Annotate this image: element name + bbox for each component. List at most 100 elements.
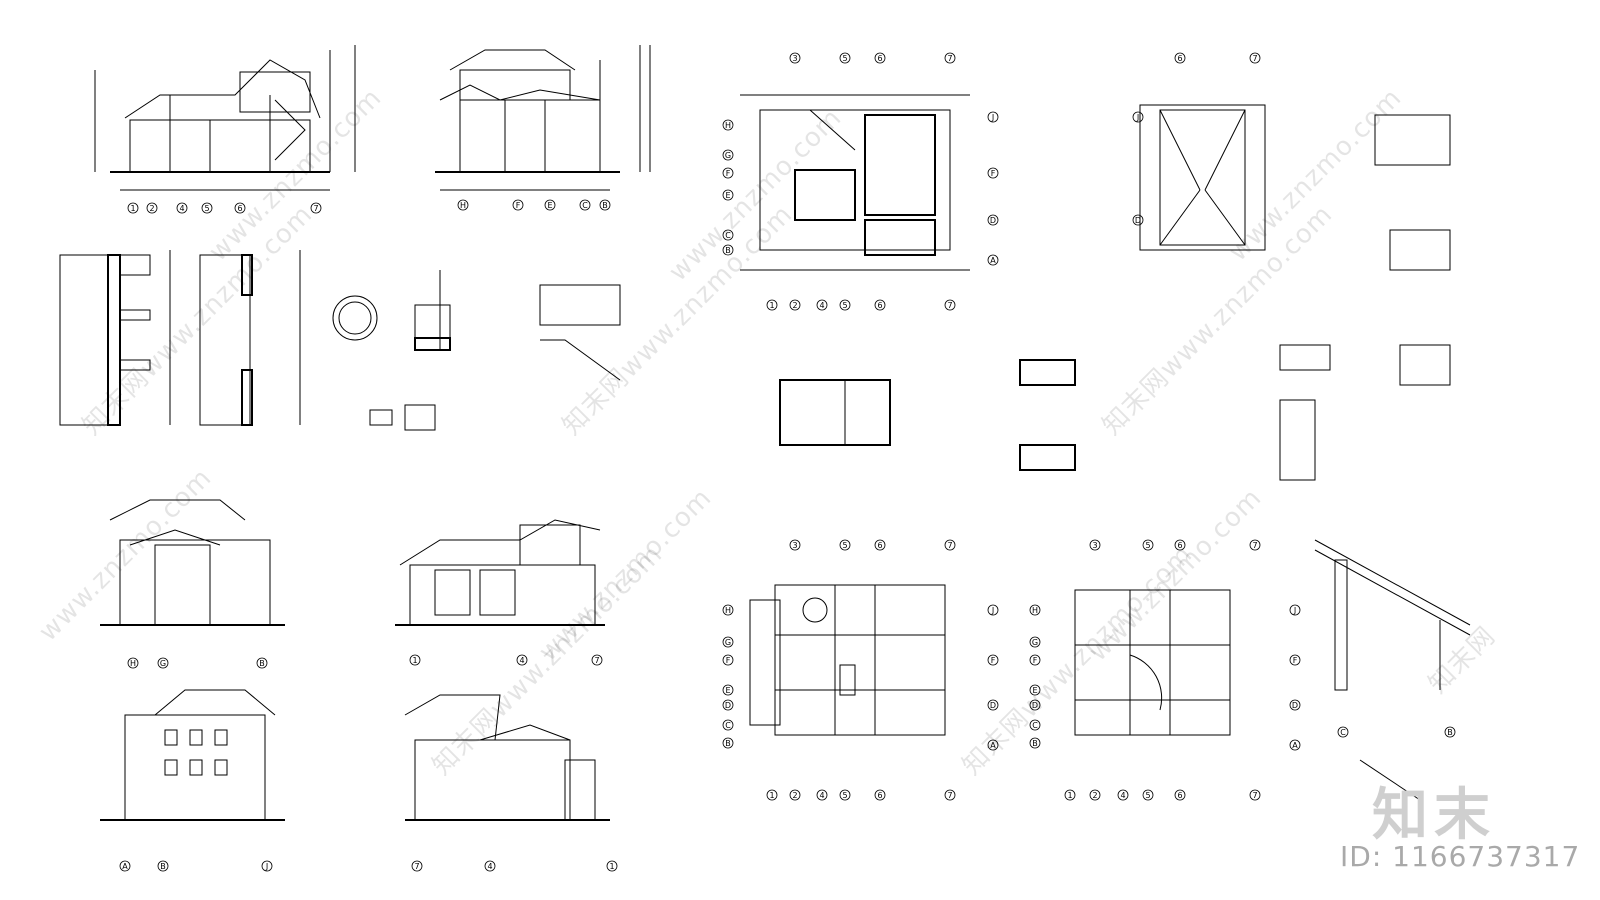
bubble: 1: [127, 202, 139, 214]
bubble: F: [722, 654, 734, 666]
svg-text:E: E: [725, 191, 730, 200]
bubble: F: [987, 654, 999, 666]
svg-text:6: 6: [877, 54, 882, 63]
svg-text:C: C: [725, 231, 731, 240]
svg-text:6: 6: [1177, 54, 1182, 63]
svg-text:F: F: [516, 201, 521, 210]
svg-text:7: 7: [414, 862, 419, 871]
bubbles-section-2: H F E C B: [457, 199, 611, 211]
svg-text:D: D: [1135, 216, 1141, 225]
svg-text:7: 7: [1252, 54, 1257, 63]
svg-text:D: D: [1292, 701, 1298, 710]
bubble: G: [1029, 636, 1041, 648]
svg-text:D: D: [1032, 701, 1038, 710]
bubbles-section-1: 1 2 4 5 6 7: [127, 202, 322, 214]
svg-text:4: 4: [519, 656, 524, 665]
bubble: 4: [816, 299, 828, 311]
svg-text:F: F: [726, 169, 731, 178]
svg-text:7: 7: [947, 54, 952, 63]
bubbles-roof-plan: 6 7 J D: [1132, 52, 1261, 226]
bubble: 4: [176, 202, 188, 214]
bubble: 5: [839, 539, 851, 551]
bubble: J: [1289, 604, 1301, 616]
bubble: 6: [874, 789, 886, 801]
bubble: 4: [1117, 789, 1129, 801]
bubble: 7: [1249, 789, 1261, 801]
bubble: B: [1444, 726, 1456, 738]
bubble: 5: [839, 299, 851, 311]
bubble: 7: [310, 202, 322, 214]
svg-text:1: 1: [769, 791, 774, 800]
svg-text:4: 4: [819, 791, 824, 800]
bubble: D: [1029, 699, 1041, 711]
svg-text:5: 5: [1145, 791, 1150, 800]
svg-text:C: C: [1340, 728, 1346, 737]
bubble: F: [987, 167, 999, 179]
bubble: 1: [409, 654, 421, 666]
svg-text:D: D: [990, 216, 996, 225]
svg-text:J: J: [991, 606, 994, 615]
svg-text:5: 5: [842, 791, 847, 800]
svg-text:B: B: [1032, 739, 1038, 748]
svg-text:4: 4: [487, 862, 492, 871]
svg-text:H: H: [1032, 606, 1038, 615]
svg-text:H: H: [725, 606, 731, 615]
floor-plan-second: [1074, 589, 1231, 736]
bubble: 5: [201, 202, 213, 214]
bubble: B: [1029, 737, 1041, 749]
svg-text:J: J: [1136, 113, 1139, 122]
svg-text:1: 1: [412, 656, 417, 665]
bubble: D: [1132, 214, 1144, 226]
svg-text:4: 4: [819, 301, 824, 310]
bubble: B: [722, 244, 734, 256]
bubbles-elevations: H G B 1 4 7 A B J 7 4 1: [119, 654, 618, 872]
bubble: 5: [839, 52, 851, 64]
bubble: C: [579, 199, 591, 211]
bubble: A: [119, 860, 131, 872]
bubble: E: [544, 199, 556, 211]
bubbles-detail-roof: C B: [1337, 726, 1456, 738]
svg-text:5: 5: [204, 204, 209, 213]
bubble: F: [1289, 654, 1301, 666]
bubble: 2: [146, 202, 158, 214]
svg-text:7: 7: [947, 301, 952, 310]
svg-text:F: F: [1033, 656, 1038, 665]
bubble: H: [457, 199, 469, 211]
bubble: F: [512, 199, 524, 211]
bubble: 6: [1174, 52, 1186, 64]
svg-text:3: 3: [792, 541, 797, 550]
svg-text:6: 6: [1177, 791, 1182, 800]
svg-text:A: A: [1292, 741, 1298, 750]
svg-text:6: 6: [237, 204, 242, 213]
bubbles-plan-second: 3 5 6 7 1 2 4 5 6 7 H G F E D C B J F D …: [1029, 539, 1301, 801]
bubble: J: [987, 111, 999, 123]
bubble: G: [157, 657, 169, 669]
svg-text:3: 3: [792, 54, 797, 63]
svg-text:H: H: [460, 201, 466, 210]
bubble: 5: [1142, 539, 1154, 551]
bubble: 6: [874, 539, 886, 551]
svg-text:7: 7: [313, 204, 318, 213]
bubble: D: [987, 214, 999, 226]
svg-text:7: 7: [947, 541, 952, 550]
bubble: B: [256, 657, 268, 669]
svg-text:J: J: [991, 113, 994, 122]
bubble: G: [722, 149, 734, 161]
svg-text:6: 6: [877, 541, 882, 550]
bubble: 2: [789, 789, 801, 801]
bubble: 6: [874, 299, 886, 311]
bubble: A: [1289, 739, 1301, 751]
floor-plan-upper: [740, 94, 970, 271]
bubble: C: [722, 719, 734, 731]
bubble: 6: [1174, 539, 1186, 551]
bubble: F: [722, 167, 734, 179]
bubble: 7: [944, 539, 956, 551]
roof-eave-detail: [1314, 539, 1471, 801]
svg-text:2: 2: [149, 204, 154, 213]
svg-text:7: 7: [594, 656, 599, 665]
bubble: G: [722, 636, 734, 648]
svg-text:D: D: [725, 701, 731, 710]
bubble: H: [722, 604, 734, 616]
svg-text:5: 5: [842, 541, 847, 550]
svg-text:G: G: [725, 151, 731, 160]
